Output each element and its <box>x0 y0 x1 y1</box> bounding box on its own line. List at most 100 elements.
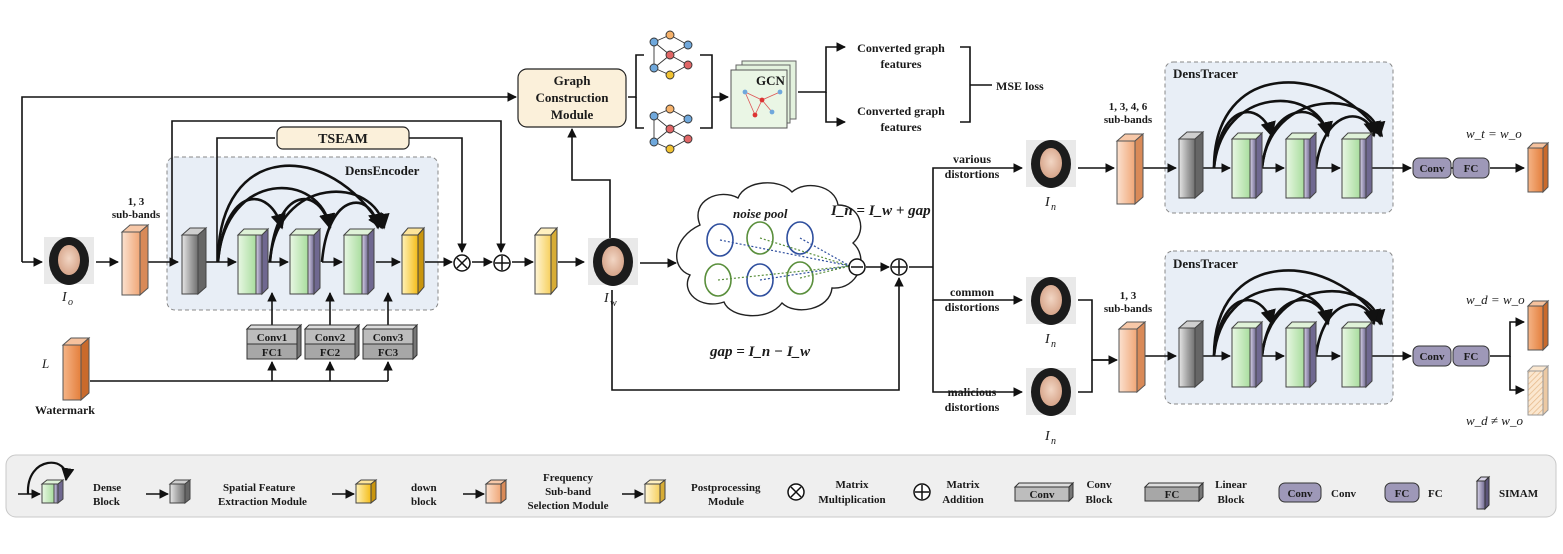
subbands-13-line1: 1, 3 <box>128 196 145 208</box>
add-op-noise <box>890 258 908 276</box>
head-bottom-conv-label: Conv <box>1419 351 1445 363</box>
svg-text:Matrix: Matrix <box>947 479 980 491</box>
subbands-13b-line1: 1, 3 <box>1120 290 1137 302</box>
subtract-op <box>848 258 866 276</box>
image-in-mid <box>1026 277 1076 325</box>
dense-block-encoder-3 <box>342 227 376 296</box>
matrix-multiplication-op <box>453 254 471 272</box>
legend-freq: Frequency Sub-band Selection Module <box>463 472 609 512</box>
matrix-addition-op <box>493 254 511 272</box>
gcm-line2: Construction <box>536 90 610 105</box>
svg-text:down: down <box>411 482 437 494</box>
watermark-block <box>61 336 91 402</box>
gcm-line3: Module <box>551 107 594 122</box>
subbands-13-line2: sub-bands <box>112 209 161 221</box>
spatial-block-tracer-top <box>1177 130 1205 200</box>
svg-text:Multiplication: Multiplication <box>818 494 885 506</box>
graph-tree-top <box>649 30 693 80</box>
legend-add: Matrix Addition <box>913 479 984 506</box>
label-in-mid-sub: n <box>1051 339 1056 350</box>
spatial-block-tracer-bottom <box>1177 319 1205 389</box>
head-bottom: Conv FC <box>1412 345 1490 367</box>
dense-block-tracer-bottom-2 <box>1284 320 1318 389</box>
tracer-dense-arcs <box>1212 81 1386 357</box>
common-line2: distortions <box>945 300 1000 314</box>
encoder-dense-arcs <box>216 164 390 263</box>
fc1-label: FC1 <box>262 347 282 359</box>
fc3-label: FC3 <box>378 347 399 359</box>
gcm-line1: Graph <box>554 73 592 88</box>
svg-text:Conv: Conv <box>1331 488 1357 500</box>
legend-post: Postprocessing Module <box>622 478 761 508</box>
svg-text:Block: Block <box>93 496 121 508</box>
label-in-bottom: I <box>1044 429 1051 444</box>
dense-block-encoder-1 <box>236 227 270 296</box>
equation-wd-neq: w_d ≠ w_o <box>1466 413 1523 428</box>
svg-text:Module: Module <box>708 496 744 508</box>
denstracer-top-label: DensTracer <box>1173 66 1238 81</box>
postprocessing-block <box>533 226 559 296</box>
svg-text:Conv: Conv <box>1029 489 1055 501</box>
label-in-mid: I <box>1044 332 1051 347</box>
label-iw: I <box>603 291 610 306</box>
various-line2: distortions <box>945 167 1000 181</box>
gcn-block: GCN <box>730 60 797 129</box>
svg-text:Linear: Linear <box>1215 479 1247 491</box>
malicious-line1: malicious <box>948 385 997 399</box>
tseam-label: TSEAM <box>318 132 368 147</box>
image-in-bottom <box>1026 368 1076 416</box>
svg-text:FC: FC <box>1395 488 1410 500</box>
head-top: Conv FC <box>1412 157 1490 179</box>
svg-text:Addition: Addition <box>942 494 984 506</box>
various-line1: various <box>953 152 991 166</box>
freq-block-tracer-bottom <box>1117 320 1147 394</box>
subbands-1346-line2: sub-bands <box>1104 114 1153 126</box>
label-iw-sub: w <box>610 298 617 309</box>
image-io <box>44 237 94 285</box>
subbands-1346-line1: 1, 3, 4, 6 <box>1109 101 1148 113</box>
svg-text:Selection Module: Selection Module <box>528 500 609 512</box>
gcn-graph-icon <box>744 91 781 116</box>
conv-fc-block-3: Conv3 FC3 <box>361 323 419 361</box>
dense-block-tracer-top-3 <box>1340 131 1374 200</box>
dense-block-tracer-top-1 <box>1230 131 1264 200</box>
legend-down: down block <box>332 478 438 508</box>
svg-text:Spatial Feature: Spatial Feature <box>223 482 295 494</box>
svg-text:FC: FC <box>1428 488 1443 500</box>
dense-block-tracer-bottom-1 <box>1230 320 1264 389</box>
svg-text:Conv: Conv <box>1287 488 1313 500</box>
label-in-bottom-sub: n <box>1051 436 1056 447</box>
spatial-block-encoder <box>180 226 208 296</box>
dense-block-encoder-2 <box>288 227 322 296</box>
equation-wd-eq: w_d = w_o <box>1466 292 1525 307</box>
noise-pool-label: noise pool <box>733 206 788 221</box>
output-wt <box>1526 141 1550 194</box>
legend-convblock: Conv Conv Block <box>1013 479 1114 506</box>
legend-linear: FC Linear Block <box>1143 479 1247 506</box>
svg-text:Block: Block <box>1218 494 1246 506</box>
legend-spatial: Spatial Feature Extraction Module <box>146 478 307 508</box>
freq-block-encoder <box>120 223 150 297</box>
legend-fc: FC FC <box>1384 482 1443 503</box>
dense-block-tracer-bottom-3 <box>1340 320 1374 389</box>
converted-2-line1: Converted graph <box>857 104 945 118</box>
svg-text:Sub-band: Sub-band <box>545 486 591 498</box>
svg-text:Block: Block <box>1086 494 1114 506</box>
graph-construction-module <box>517 68 627 128</box>
svg-text:FC: FC <box>1165 489 1180 501</box>
svg-text:Conv: Conv <box>1086 479 1112 491</box>
converted-2-line2: features <box>880 120 921 134</box>
legend-mult: Matrix Multiplication <box>787 479 886 506</box>
down-block <box>400 226 426 296</box>
legend-conv: Conv Conv <box>1278 482 1357 503</box>
connectors <box>21 42 1525 397</box>
freq-block-tracer-top <box>1115 132 1145 206</box>
svg-text:Dense: Dense <box>93 482 121 494</box>
conv-fc-block-1: Conv1 FC1 <box>245 323 303 361</box>
equation-gap: gap = I_n − I_w <box>709 344 811 360</box>
graph-tree-bottom <box>649 104 693 154</box>
head-top-conv-label: Conv <box>1419 163 1445 175</box>
dense-block-tracer-top-2 <box>1284 131 1318 200</box>
svg-text:Frequency: Frequency <box>543 472 593 484</box>
